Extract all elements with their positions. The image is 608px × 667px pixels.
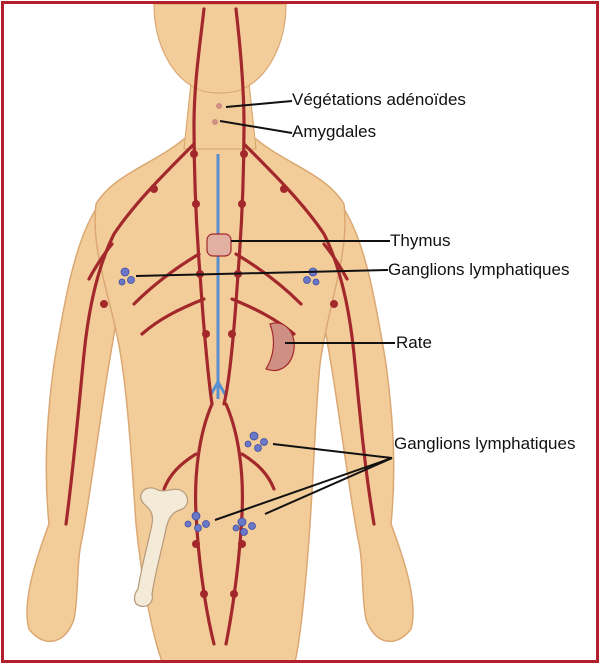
thymus-organ [207, 234, 231, 256]
label-tonsils: Amygdales [292, 122, 376, 142]
label-lymph-nodes-upper: Ganglions lymphatiques [388, 260, 569, 280]
adenoids-marker [216, 103, 222, 109]
label-lymph-nodes-lower: Ganglions lymphatiques [394, 434, 575, 454]
label-spleen: Rate [396, 333, 432, 353]
tonsils-marker [212, 119, 218, 125]
head [154, 4, 286, 93]
torso [95, 139, 345, 663]
diagram-frame: Végétations adénoïdes Amygdales Thymus G… [1, 1, 599, 663]
label-adenoids: Végétations adénoïdes [292, 90, 466, 110]
label-thymus: Thymus [390, 231, 450, 251]
